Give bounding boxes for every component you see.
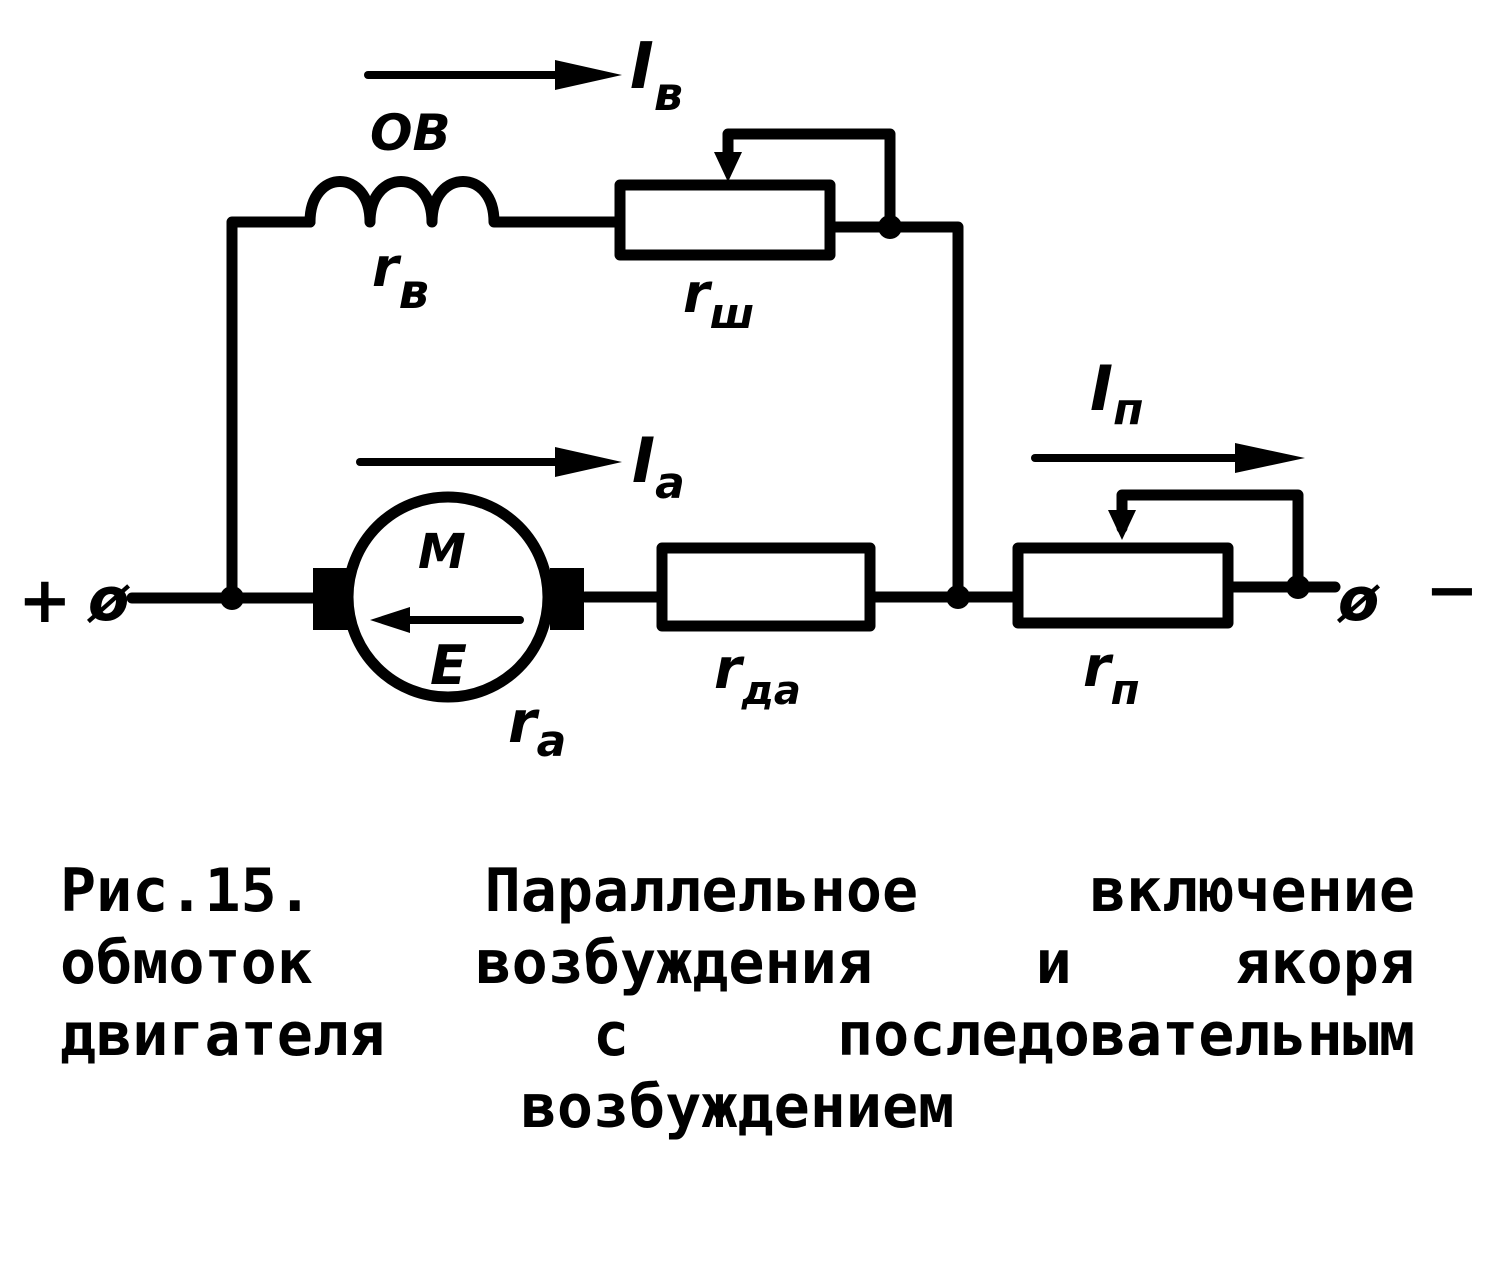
junction-right — [1286, 575, 1310, 599]
add-resistor-body — [656, 542, 876, 632]
caption-word: двигателя — [60, 1000, 386, 1070]
add-resistor-label: rда — [714, 637, 801, 714]
motor-label: M — [418, 524, 466, 580]
field-resistance-label: rв — [372, 236, 429, 320]
caption-line-1: Рис.15. Параллельное включение — [60, 855, 1415, 927]
junction-middle — [946, 585, 970, 609]
terminal-plus-sign: + — [18, 564, 72, 638]
series-rheostat-body — [1012, 542, 1234, 629]
caption-line-2: обмоток возбуждения и якоря — [60, 927, 1415, 999]
wire-field-left — [226, 216, 316, 604]
caption-word: Параллельное — [484, 856, 919, 926]
series-rheostat-label: rп — [1083, 635, 1140, 714]
figure-caption: Рис.15. Параллельное включение обмоток в… — [60, 855, 1415, 1143]
emf-arrow-head — [370, 607, 410, 633]
series-rheostat-wiper — [1116, 489, 1304, 593]
junction-left — [220, 586, 244, 610]
caption-line-4: возбуждением — [60, 1071, 1415, 1143]
motor-brush-right — [550, 568, 584, 630]
caption-word: возбуждением — [520, 1072, 955, 1142]
series-current-label: Iп — [1090, 352, 1143, 435]
armature-resistance-label: ra — [508, 688, 566, 767]
caption-word: якоря — [1234, 928, 1415, 998]
caption-word: возбуждения — [475, 928, 873, 998]
junction-field-top — [878, 215, 902, 239]
terminal-minus-sign: − — [1425, 554, 1479, 628]
field-winding-coil — [304, 176, 626, 228]
caption-line-3: двигателя с последовательным — [60, 999, 1415, 1071]
caption-word: включение — [1089, 856, 1415, 926]
caption-word: обмоток — [60, 928, 313, 998]
armature-current-label: Ia — [632, 424, 685, 509]
armature-current-arrow-head — [555, 447, 622, 477]
caption-word: и — [1035, 928, 1072, 998]
terminal-minus-symbol: ø — [1336, 565, 1381, 635]
caption-word: последовательным — [837, 1000, 1415, 1070]
field-winding-label: ОВ — [370, 104, 451, 162]
motor-armature — [342, 491, 554, 703]
terminal-plus-symbol: ø — [86, 565, 131, 635]
series-rheostat-wiper-arrow — [1108, 510, 1136, 540]
series-current-arrow-head — [1235, 443, 1305, 473]
shunt-rheostat-label: rш — [683, 262, 754, 338]
shunt-rheostat-wiper-arrow — [714, 152, 742, 182]
wire-field-right — [824, 221, 964, 603]
caption-word: Рис.15. — [60, 856, 313, 926]
emf-label: E — [430, 634, 467, 697]
shunt-rheostat-body — [614, 179, 836, 261]
shunt-rheostat-wiper — [722, 128, 896, 233]
field-current-label: Iв — [630, 30, 683, 121]
field-current-arrow-head — [555, 60, 622, 90]
caption-word: с — [593, 1000, 630, 1070]
